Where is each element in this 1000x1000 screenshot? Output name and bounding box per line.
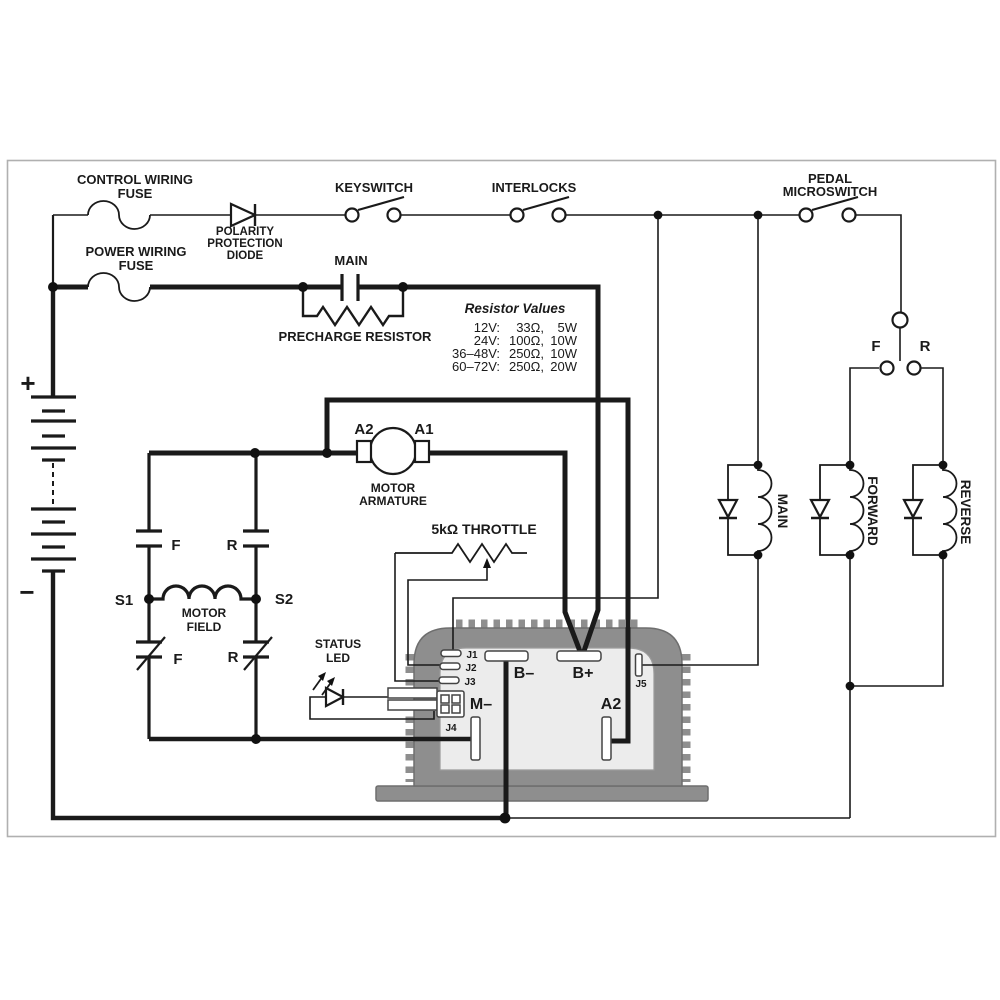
- forward-coil-label: FORWARD: [865, 476, 880, 546]
- throttle-potentiometer: [395, 542, 527, 568]
- polarity-protection-diode: [229, 202, 258, 228]
- b-minus-terminal: [484, 650, 529, 662]
- selector-r-label: R: [920, 338, 931, 355]
- resistor-row-voltage: 24V:: [474, 333, 500, 348]
- motor-armature-label-1: MOTOR: [371, 481, 416, 495]
- j5-label: J5: [635, 679, 647, 690]
- polarity-diode-label-1: POLARITY: [216, 226, 274, 238]
- field-f-top-label: F: [171, 537, 180, 554]
- motor-armature-label-2: ARMATURE: [359, 494, 427, 508]
- controller-heatsink: [375, 619, 709, 802]
- resistor-values-title: Resistor Values: [465, 301, 566, 316]
- interlocks-label: INTERLOCKS: [492, 180, 577, 195]
- resistor-row-resistance: 250Ω,: [509, 346, 544, 361]
- keyswitch-label: KEYSWITCH: [335, 180, 413, 195]
- resistor-row-voltage: 12V:: [474, 320, 500, 335]
- j3-label: J3: [464, 677, 476, 688]
- m-minus-terminal: [470, 716, 481, 761]
- controller-a2-label: A2: [601, 696, 622, 713]
- pedal-microswitch-symbol: [798, 195, 859, 223]
- status-led-label-1: STATUS: [315, 637, 361, 651]
- resistor-row-power: 5W: [558, 320, 578, 335]
- keyswitch-symbol: [344, 195, 405, 223]
- a2-terminal: [601, 716, 612, 761]
- motor-field-label-1: MOTOR: [182, 606, 227, 620]
- resistor-row-voltage: 36–48V:: [452, 346, 500, 361]
- j1-pin: [440, 649, 462, 658]
- reverse-coil-label: REVERSE: [958, 480, 973, 545]
- b-minus-label: B–: [514, 665, 535, 682]
- field-f-bottom-label: F: [173, 651, 182, 668]
- resistor-row-power: 10W: [550, 333, 577, 348]
- interlocks-symbol: [509, 195, 570, 223]
- field-s2-label: S2: [275, 591, 293, 608]
- motor-field-label-2: FIELD: [187, 620, 222, 634]
- resistor-row-power: 20W: [550, 359, 577, 374]
- junction-dots: [48, 210, 948, 824]
- b-plus-terminal: [556, 650, 602, 662]
- j4-label: J4: [445, 723, 457, 734]
- pedal-microswitch-label-2: MICROSWITCH: [783, 184, 878, 199]
- battery-positive-label: +: [20, 368, 35, 398]
- j5-pin: [634, 653, 643, 677]
- j4-connector: [436, 690, 465, 718]
- j3-pin: [438, 676, 460, 685]
- armature-a1-label: A1: [414, 421, 433, 438]
- power-fuse-label-1: POWER WIRING: [85, 244, 186, 259]
- throttle-label: 5kΩ THROTTLE: [431, 521, 536, 537]
- battery-symbol: [31, 395, 76, 573]
- b-plus-label: B+: [573, 665, 594, 682]
- status-led-label-2: LED: [326, 651, 350, 665]
- main-contact-label: MAIN: [334, 253, 367, 268]
- field-r-bottom-label: R: [228, 649, 239, 666]
- controller-terminals: [436, 649, 643, 761]
- diagram-border: [6, 159, 997, 838]
- resistor-row-resistance: 100Ω,: [509, 333, 544, 348]
- j1-label: J1: [466, 650, 478, 661]
- m-minus-label: M–: [470, 696, 492, 713]
- main-coil-label: MAIN: [775, 494, 790, 529]
- power-wiring: [50, 215, 631, 821]
- selector-f-label: F: [871, 338, 880, 355]
- precharge-resistor-label: PRECHARGE RESISTOR: [279, 329, 433, 344]
- j2-label: J2: [465, 663, 477, 674]
- resistor-row-resistance: 250Ω,: [509, 359, 544, 374]
- pedal-microswitch-label-1: PEDAL: [808, 171, 852, 186]
- resistor-row-resistance: 33Ω,: [516, 320, 544, 335]
- controller-base: [375, 785, 709, 802]
- field-s1-label: S1: [115, 592, 133, 609]
- field-r-top-label: R: [227, 537, 238, 554]
- reverse-contactor-coil: [902, 464, 958, 556]
- resistor-values-table: Resistor Values 12V: 33Ω, 5W 24V: 100Ω, …: [452, 301, 578, 374]
- armature-a2-label: A2: [354, 421, 373, 438]
- control-fuse-label-1: CONTROL WIRING: [77, 172, 193, 187]
- battery-negative-label: −: [19, 577, 34, 607]
- control-fuse-label-2: FUSE: [118, 186, 153, 201]
- resistor-row-power: 10W: [550, 346, 577, 361]
- j2-pin: [439, 662, 461, 671]
- polarity-diode-label-2: PROTECTION: [207, 238, 282, 250]
- polarity-diode-label-3: DIODE: [227, 250, 264, 262]
- main-contactor-tips: [340, 274, 360, 301]
- forward-reverse-selector: [879, 311, 922, 376]
- main-contactor-coil: [717, 464, 773, 556]
- motor-armature-symbol: [355, 426, 431, 476]
- power-fuse-label-2: FUSE: [119, 258, 154, 273]
- resistor-row-voltage: 60–72V:: [452, 359, 500, 374]
- forward-contactor-coil: [809, 464, 865, 556]
